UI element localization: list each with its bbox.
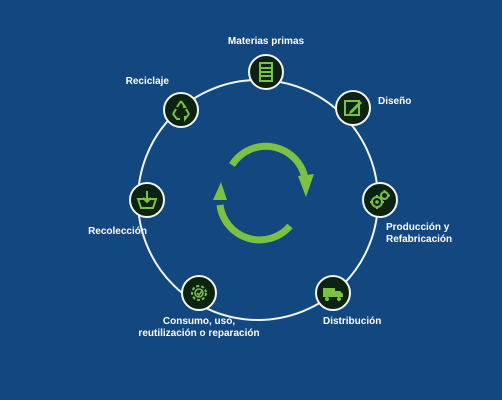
label-consumo-line-1: Consumo, uso,	[162, 316, 236, 327]
recycle-arrows-icon	[213, 142, 314, 244]
node-diseno	[335, 90, 371, 126]
node-materias-primas	[248, 54, 284, 90]
node-distribucion	[315, 275, 351, 311]
collection-basket-icon	[136, 191, 158, 209]
label-consumo-line-2: reutilización o reparación	[138, 328, 260, 339]
node-produccion	[362, 182, 398, 218]
label-produccion: Producción y Refabricación	[386, 222, 452, 246]
label-reciclaje: Reciclaje	[125, 76, 169, 87]
label-produccion-line-1: Producción y	[386, 222, 450, 233]
truck-icon	[323, 288, 343, 301]
stack-icon	[259, 62, 273, 82]
label-produccion-line-2: Refabricación	[386, 234, 453, 245]
label-distribucion: Distribución	[323, 316, 382, 327]
gear-hand-icon	[191, 285, 207, 301]
node-consumo	[181, 275, 217, 311]
pencil-square-icon	[344, 100, 362, 116]
label-recoleccion: Recolección	[88, 226, 147, 237]
label-materias-primas: Materias primas	[227, 36, 305, 47]
label-consumo: Consumo, uso, reutilización o reparación	[138, 316, 259, 340]
node-recoleccion	[129, 182, 165, 218]
node-reciclaje	[163, 92, 199, 128]
recycle-icon	[172, 100, 190, 122]
gears-icon	[370, 190, 390, 209]
label-diseno: Diseño	[378, 96, 412, 107]
